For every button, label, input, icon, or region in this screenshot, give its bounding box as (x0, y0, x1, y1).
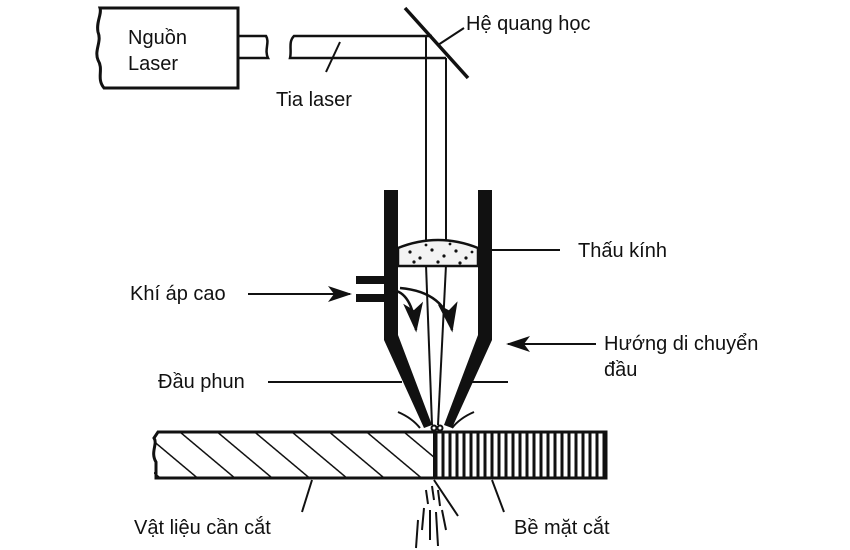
laser-beam-horizontal (288, 34, 446, 73)
laser-beam-leader (325, 41, 341, 73)
lens (396, 238, 480, 268)
optics-mirror (403, 6, 470, 80)
laser-source-label-line1: Nguồn (128, 27, 187, 49)
cut-surface-label: Bề mặt cắt (514, 516, 610, 539)
laser-source-label-line2: Laser (128, 53, 178, 75)
laser-beam-label: Tia laser (276, 89, 352, 111)
workpiece-uncut (154, 432, 434, 478)
gas-inlet-bottom (356, 294, 392, 302)
nozzle-body (356, 190, 492, 428)
optics-label: Hệ quang học (466, 13, 591, 35)
gas-flow-arrows (391, 286, 458, 333)
optics-leader (437, 27, 465, 46)
lens-label: Thấu kính (578, 240, 667, 262)
head-direction-label-line2: đầu (604, 359, 637, 381)
head-direction-label-line1: Hướng di chuyển (604, 333, 758, 355)
gas-inlet-top (356, 276, 392, 284)
laser-source (95, 6, 271, 90)
ejected-material (415, 479, 459, 549)
laser-beam-vertical (425, 36, 447, 426)
workpiece (152, 430, 608, 480)
cut-surface-leader (491, 479, 505, 513)
gas-label: Khí áp cao (130, 283, 226, 305)
cut-surface-region (434, 432, 606, 478)
workpiece-label: Vật liệu cần cắt (134, 516, 271, 539)
workpiece-leader (301, 479, 313, 513)
nozzle-label: Đầu phun (158, 371, 245, 393)
cut-sparks (397, 411, 475, 432)
